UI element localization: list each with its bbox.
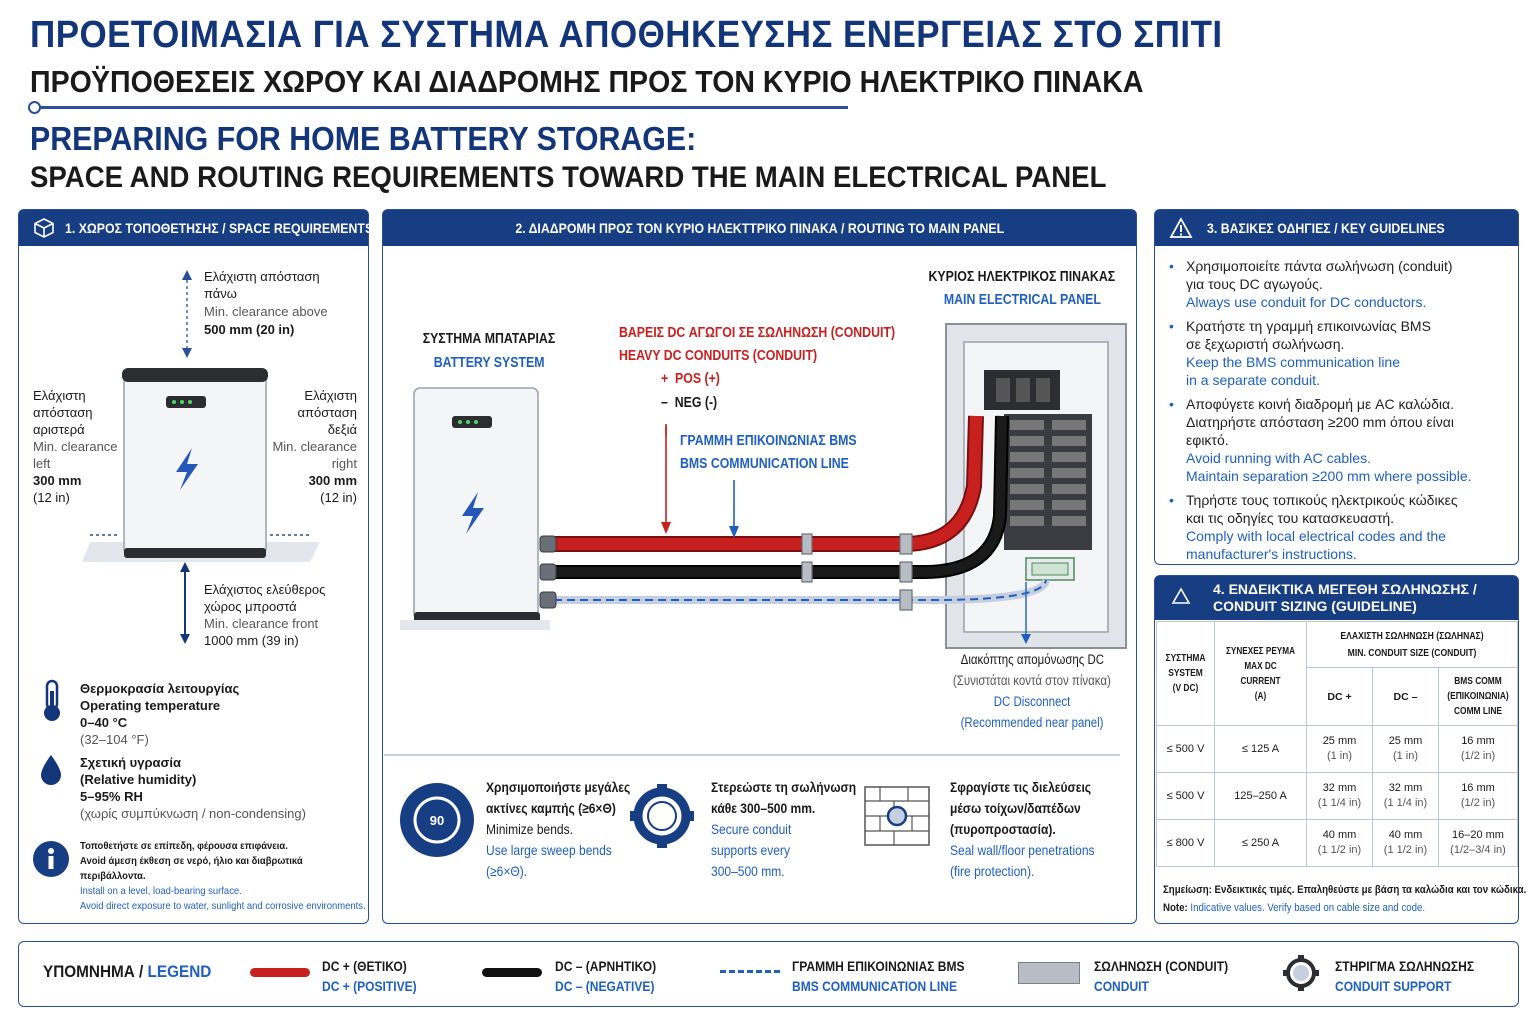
tip-supports: Στερεώστε τη σωλήνωση κάθε 300–500 mm. S… xyxy=(711,779,857,879)
humidity-spec: Σχετική υγρασία (Relative humidity) 5–95… xyxy=(80,755,306,821)
title-divider-dot xyxy=(28,101,41,114)
thermometer-icon xyxy=(44,679,60,721)
legend-conduit-support: ΣΤΗΡΙΓΜΑ ΣΩΛΗΝΩΣΗΣ CONDUIT SUPPORT xyxy=(1335,958,1475,994)
clearance-left-label: Ελάχιστη απόσταση αριστερά Min. clearanc… xyxy=(33,388,118,505)
legend-bms-swatch xyxy=(720,970,780,973)
table-row: ≤ 500 V 125–250 A 32 mm(1 1/4 in) 32 mm(… xyxy=(1156,772,1518,820)
title-divider xyxy=(30,106,848,109)
panel2-header: 2. ΔΙΑΔΡΟΜΗ ΠΡΟΣ ΤΟΝ ΚΥΡΙΟ ΗΛΕΚΤΤΡΙΚΟ ΠΙ… xyxy=(383,210,1136,246)
legend-conduit-swatch xyxy=(1018,962,1080,984)
install-surface-note: Τοποθετήστε σε επίπεδη, φέρουσα επιφάνει… xyxy=(80,840,366,912)
pos-label: + POS (+) xyxy=(661,371,720,387)
legend-dc-pos-swatch xyxy=(250,968,310,977)
battery-clearance-diagram xyxy=(82,270,320,644)
legend-conduit: ΣΩΛΗΝΩΣΗ (CONDUIT) CONDUIT xyxy=(1094,958,1229,994)
title-greek-main: ΠΡΟΕΤΟΙΜΑΣΙΑ ΓΙΑ ΣΥΣΤΗΜΑ ΑΠΟΘΗΚΕΥΣΗΣ ΕΝΕ… xyxy=(30,14,1223,56)
guideline-item: • Αποφύγετε κοινή διαδρομή με AC καλώδια… xyxy=(1169,396,1472,484)
wall-penetration-icon xyxy=(864,786,930,846)
panel3-header: 3. ΒΑΣΙΚΕΣ ΟΔΗΓΙΕΣ / KEY GUIDELINES xyxy=(1155,210,1518,246)
col-current: ΣΥΝΕΧΕΣ ΡΕΥΜΑ MAX DC CURRENT (A) xyxy=(1214,621,1307,726)
box-icon xyxy=(34,218,54,238)
clearance-above-label: Ελάχιστη απόσταση πάνω Min. clearance ab… xyxy=(204,269,328,337)
col-dc-pos: DC + xyxy=(1306,667,1373,726)
table-row: ≤ 500 V ≤ 125 A 25 mm(1 in) 25 mm(1 in) … xyxy=(1156,725,1518,773)
clearance-front-label: Ελάχιστος ελεύθερος χώρος μπροστά Min. c… xyxy=(204,582,326,648)
neg-label: – NEG (-) xyxy=(661,395,718,411)
dc-disconnect-label: Διακόπτης απομόνωσης DC (Συνιστάται κοντ… xyxy=(953,652,1111,730)
info-icon xyxy=(33,841,69,877)
table-note: Σημείωση: Ενδεικτικές τιμές. Επαληθεύστε… xyxy=(1163,884,1527,914)
guideline-item: • Χρησιμοποιείτε πάντα σωλήνωση (conduit… xyxy=(1169,258,1453,310)
bend-icon: 90 xyxy=(400,783,474,857)
col-dc-neg: DC – xyxy=(1372,667,1439,726)
support-icon xyxy=(630,784,694,848)
col-min-conduit: ΕΛΑΧΙΣΤΗ ΣΩΛΗΝΩΣΗ (ΣΩΛΗΝΑΣ) MIN. CONDUIT… xyxy=(1306,621,1518,668)
guideline-item: • Τηρήστε τους τοπικούς ηλεκτρικούς κώδι… xyxy=(1169,492,1458,562)
panel1-header: 1. ΧΩΡΟΣ ΤΟΠΟΘΕΤΗΣΗΣ / SPACE REQUIREMENT… xyxy=(19,210,373,246)
title-english-sub: SPACE AND ROUTING REQUIREMENTS TOWARD TH… xyxy=(30,161,1107,194)
recycle-icon xyxy=(1171,587,1191,604)
panel4-header: 4. ΕΝΔΕΙΚΤΙΚΑ ΜΕΓΕΘΗ ΣΩΛΗΝΩΣΗΣ / CONDUIT… xyxy=(1155,576,1518,620)
conduit-support-icon xyxy=(1283,955,1319,991)
title-english-main: PREPARING FOR HOME BATTERY STORAGE: xyxy=(30,120,697,157)
table-row: ≤ 800 V ≤ 250 A 40 mm(1 1/2 in) 40 mm(1 … xyxy=(1156,819,1518,867)
conduit-sizing-table: ΣΥΣΤΗΜΑ SYSTEM (V DC) ΣΥΝΕΧΕΣ ΡΕΥΜΑ MAX … xyxy=(1156,621,1518,867)
clearance-right-label: Ελάχιστη απόσταση δεξιά Min. clearance r… xyxy=(272,388,357,505)
temperature-spec: Θερμοκρασία λειτουργίας Operating temper… xyxy=(80,681,240,747)
panel2-divider xyxy=(384,754,1120,756)
main-panel-label: ΚΥΡΙΟΣ ΗΛΕΚΤΡΙΚΟΣ ΠΙΝΑΚΑΣ MAIN ELECTRICA… xyxy=(928,269,1116,308)
legend-dc-neg: DC – (ΑΡΝΗΤΙΚΟ) DC – (NEGATIVE) xyxy=(555,958,657,994)
dc-conduit-label: ΒΑΡΕΙΣ DC ΑΓΩΓΟΙ ΣΕ ΣΩΛΗΝΩΣΗ (CONDUIT) H… xyxy=(619,325,896,364)
col-system: ΣΥΣΤΗΜΑ SYSTEM (V DC) xyxy=(1156,621,1215,726)
panel-key-guidelines: 3. ΒΑΣΙΚΕΣ ΟΔΗΓΙΕΣ / KEY GUIDELINES xyxy=(1154,209,1519,565)
bms-line-label: ΓΡΑΜΜΗ ΕΠΙΚΟΙΝΩΝΙΑΣ BMS BMS COMMUNICATIO… xyxy=(680,433,857,472)
guideline-item: • Κρατήστε τη γραμμή επικοινωνίας BMS σε… xyxy=(1169,318,1431,388)
svg-text:90: 90 xyxy=(430,813,444,828)
title-greek-sub: ΠΡΟΫΠΟΘΕΣΕΙΣ ΧΩΡΟΥ ΚΑΙ ΔΙΑΔΡΟΜΗΣ ΠΡΟΣ ΤΟ… xyxy=(30,64,1144,99)
legend-title: ΥΠΟΜΝΗΜΑ / LEGEND xyxy=(43,962,212,981)
tip-seal: Σφραγίστε τις διελεύσεις μέσω τοίχων/δαπ… xyxy=(950,779,1095,879)
routing-diagram xyxy=(400,323,1127,649)
legend-dc-neg-swatch xyxy=(482,968,542,977)
droplet-icon xyxy=(41,755,61,785)
bolt-icon xyxy=(176,448,198,490)
guideline-list: • Χρησιμοποιείτε πάντα σωλήνωση (conduit… xyxy=(1166,257,1511,563)
warning-icon xyxy=(1169,217,1193,238)
legend-bms: ΓΡΑΜΜΗ ΕΠΙΚΟΙΝΩΝΙΑΣ BMS BMS COMMUNICATIO… xyxy=(792,958,965,994)
legend-dc-pos: DC + (ΘΕΤΙΚΟ) DC + (POSITIVE) xyxy=(322,958,417,994)
tip-bends: Χρησιμοποιήστε μεγάλες ακτίνες καμπής (≥… xyxy=(486,779,631,879)
panel-space-requirements: 1. ΧΩΡΟΣ ΤΟΠΟΘΕΤΗΣΗΣ / SPACE REQUIREMENT… xyxy=(18,209,373,924)
col-bms: BMS COMM (ΕΠΙΚΟΙΝΩΝΙΑ) COMM LINE xyxy=(1438,667,1518,726)
battery-system-label: ΣΥΣΤΗΜΑ ΜΠΑΤΑΡΙΑΣ BATTERY SYSTEM xyxy=(422,331,556,371)
